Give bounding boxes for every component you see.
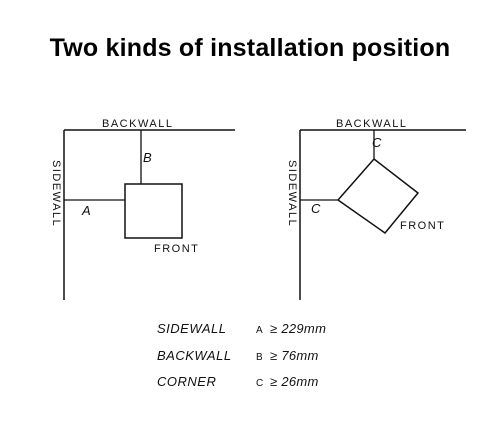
marker-a: A (81, 203, 91, 218)
spec-symbol: B (256, 352, 263, 363)
spec-value: ≥ 26mm (270, 374, 319, 389)
spec-name: BACKWALL (157, 348, 232, 363)
diagram-sidewall-backwall: BACKWALL SIDEWALL B A FRONT (50, 118, 235, 300)
marker-c-left: C (311, 201, 321, 216)
spec-row-backwall: BACKWALL B ≥ 76mm (157, 347, 319, 365)
spec-symbol: C (256, 378, 264, 389)
spec-row-corner: CORNER C ≥ 26mm (157, 373, 319, 391)
front-label: FRONT (400, 220, 445, 232)
diagram-corner: BACKWALL SIDEWALL C C FRONT (286, 118, 466, 300)
spec-symbol: A (256, 325, 263, 336)
marker-c-top: C (372, 135, 382, 150)
unit-box-rotated (336, 157, 420, 235)
spec-name: SIDEWALL (157, 321, 227, 336)
spec-value: ≥ 76mm (270, 348, 319, 363)
backwall-label: BACKWALL (102, 118, 174, 130)
page-title: Two kinds of installation position (49, 34, 451, 62)
spec-value: ≥ 229mm (270, 321, 327, 336)
spec-row-sidewall: SIDEWALL A ≥ 229mm (157, 320, 326, 338)
marker-b: B (143, 150, 152, 165)
unit-box (124, 183, 183, 239)
sidewall-label: SIDEWALL (50, 160, 62, 227)
spec-name: CORNER (157, 374, 217, 389)
front-label: FRONT (154, 243, 199, 255)
backwall-label: BACKWALL (336, 118, 408, 130)
sidewall-label: SIDEWALL (286, 160, 298, 227)
